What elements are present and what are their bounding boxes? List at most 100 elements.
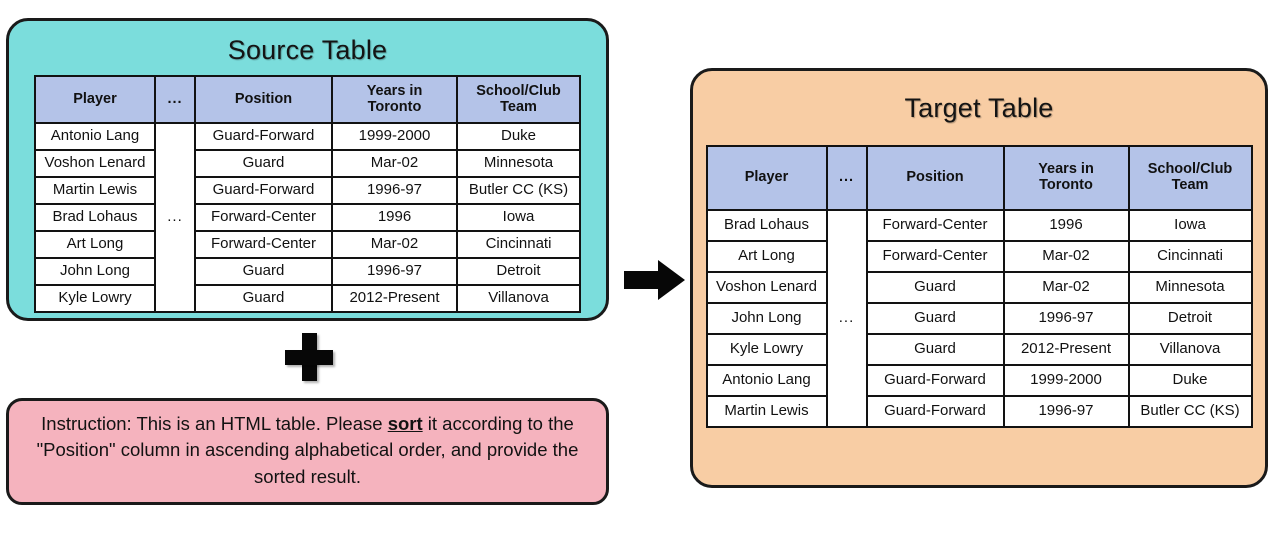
source-cell-school: Villanova <box>456 284 581 313</box>
source-cell-years: 1999-2000 <box>331 122 458 151</box>
target-cell-position: Guard <box>865 271 1005 304</box>
instruction-panel: Instruction: This is an HTML table. Plea… <box>6 398 609 505</box>
target-table-panel: Target Table Player ... Position Years i… <box>690 68 1268 488</box>
target-header-years-line2: Toronto <box>1039 177 1093 193</box>
source-cell-years: Mar-02 <box>331 149 458 178</box>
source-cell-position: Guard <box>194 257 333 286</box>
target-cell-position: Guard-Forward <box>865 395 1005 428</box>
source-cell-player: Voshon Lenard <box>34 149 156 178</box>
target-header-ellipsis: ... <box>825 145 868 211</box>
target-header-years: Years in Toronto <box>1002 145 1130 211</box>
target-cell-position: Forward-Center <box>865 209 1005 242</box>
source-cell-player: Art Long <box>34 230 156 259</box>
source-cell-school: Iowa <box>456 203 581 232</box>
target-cell-position: Guard <box>865 333 1005 366</box>
target-cell-player: Martin Lewis <box>705 395 828 428</box>
source-cell-position: Guard <box>194 149 333 178</box>
target-table-wrapper: Player ... Position Years in Toronto Sch… <box>693 124 1265 428</box>
target-cell-school: Cincinnati <box>1127 240 1253 273</box>
target-cell-years: 1996 <box>1002 209 1130 242</box>
target-header-school-line2: Team <box>1171 177 1209 193</box>
target-table: Player ... Position Years in Toronto Sch… <box>705 145 1253 428</box>
source-cell-player: Antonio Lang <box>34 122 156 151</box>
source-header-years-line1: Years in <box>366 82 423 99</box>
target-header-player: Player <box>705 145 828 211</box>
target-header-school-line1: School/Club <box>1147 161 1233 178</box>
target-cell-player: Antonio Lang <box>705 364 828 397</box>
source-header-school-line1: School/Club <box>476 82 561 99</box>
target-cell-school: Detroit <box>1127 302 1253 335</box>
target-cell-player: Kyle Lowry <box>705 333 828 366</box>
target-cell-school: Iowa <box>1127 209 1253 242</box>
target-header-years-line1: Years in <box>1038 161 1094 178</box>
source-cell-player: Brad Lohaus <box>34 203 156 232</box>
target-cell-school: Minnesota <box>1127 271 1253 304</box>
source-cell-years: 1996 <box>331 203 458 232</box>
instruction-text: Instruction: This is an HTML table. Plea… <box>9 401 606 490</box>
source-cell-position: Forward-Center <box>194 230 333 259</box>
source-table: Player ... Position Years in Toronto Sch… <box>34 75 581 313</box>
target-table-head: Player ... Position Years in Toronto Sch… <box>705 145 1253 211</box>
source-panel-title: Source Table <box>227 35 388 65</box>
source-header-position: Position <box>194 75 333 124</box>
target-cell-player: John Long <box>705 302 828 335</box>
source-cell-school: Butler CC (KS) <box>456 176 581 205</box>
source-cell-player: Martin Lewis <box>34 176 156 205</box>
instruction-prefix: Instruction: This is an HTML table. Plea… <box>41 413 388 434</box>
source-header-player: Player <box>34 75 156 124</box>
source-cell-school: Minnesota <box>456 149 581 178</box>
source-cell-player: Kyle Lowry <box>34 284 156 313</box>
plus-icon <box>283 331 335 383</box>
target-cell-years: 1999-2000 <box>1002 364 1130 397</box>
source-header-school: School/Club Team <box>456 75 581 124</box>
source-cell-years: 1996-97 <box>331 257 458 286</box>
target-cell-years: 2012-Present <box>1002 333 1130 366</box>
source-cell-school: Duke <box>456 122 581 151</box>
target-header-school: School/Club Team <box>1127 145 1253 211</box>
target-cell-position: Guard-Forward <box>865 364 1005 397</box>
target-cell-position: Guard <box>865 302 1005 335</box>
source-cell-ellipsis: ... <box>154 122 196 313</box>
target-panel-title: Target Table <box>904 93 1054 123</box>
source-cell-position: Guard <box>194 284 333 313</box>
target-cell-player: Art Long <box>705 240 828 273</box>
source-cell-position: Forward-Center <box>194 203 333 232</box>
source-cell-school: Detroit <box>456 257 581 286</box>
source-cell-years: 1996-97 <box>331 176 458 205</box>
source-header-school-line2: Team <box>500 98 537 115</box>
source-cell-years: Mar-02 <box>331 230 458 259</box>
source-cell-school: Cincinnati <box>456 230 581 259</box>
source-table-wrapper: Player ... Position Years in Toronto Sch… <box>9 66 606 313</box>
target-cell-years: 1996-97 <box>1002 302 1130 335</box>
source-cell-years: 2012-Present <box>331 284 458 313</box>
target-cell-position: Forward-Center <box>865 240 1005 273</box>
target-cell-years: 1996-97 <box>1002 395 1130 428</box>
source-cell-position: Guard-Forward <box>194 176 333 205</box>
target-cell-years: Mar-02 <box>1002 240 1130 273</box>
source-cell-player: John Long <box>34 257 156 286</box>
target-cell-school: Villanova <box>1127 333 1253 366</box>
instruction-emphasis: sort <box>387 413 423 434</box>
source-cell-position: Guard-Forward <box>194 122 333 151</box>
source-header-ellipsis: ... <box>154 75 196 124</box>
instruction-suffix: it according to the "Position" column in… <box>36 413 579 487</box>
source-header-years-line2: Toronto <box>367 98 422 115</box>
source-table-head: Player ... Position Years in Toronto Sch… <box>34 75 581 124</box>
source-header-row: Player ... Position Years in Toronto Sch… <box>34 75 581 124</box>
target-cell-school: Butler CC (KS) <box>1127 395 1253 428</box>
source-table-panel: Source Table Player ... Position Years i… <box>6 18 609 321</box>
